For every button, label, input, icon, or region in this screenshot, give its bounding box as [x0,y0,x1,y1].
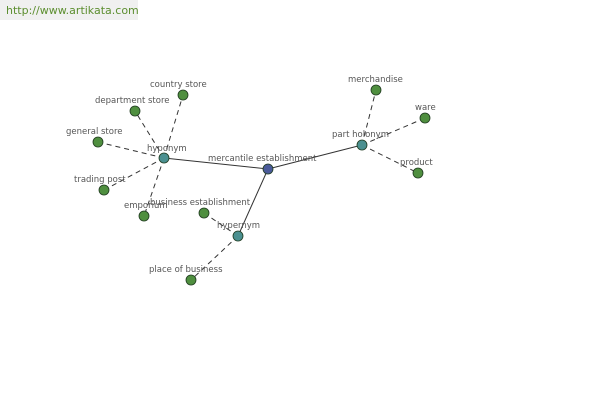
edge-part_holonym-product [361,144,419,174]
edge-hyponym-emporium [143,157,165,217]
node-label-mercantile: mercantile establishment [208,154,317,164]
labels-layer: mercantile establishment hyponym part holo… [66,75,436,275]
edge-part_holonym-merchandise [361,89,377,146]
node-product[interactable] [412,167,424,179]
node-label-hypernym: hypernym [217,221,260,231]
node-country-store[interactable] [177,89,189,101]
edge-part_holonym-ware [361,117,426,146]
node-label-department-store: department store [95,96,170,106]
nodes-layer [92,84,431,286]
url-bar: http://www.artikata.com [0,0,139,20]
edge-hyponym-department_store [134,110,165,159]
node-label-country-store: country store [150,80,207,90]
edges-layer [97,89,426,281]
edge-hyponym-general_store [97,141,165,159]
node-part-holonym[interactable] [356,139,368,151]
edge-hypernym-place_of_business [190,235,239,281]
edge-hyponym-trading_post [103,157,165,191]
node-label-part-holonym: part holonym [332,130,389,140]
node-label-trading-post: trading post [74,175,126,185]
node-emporium[interactable] [138,210,150,222]
node-label-business-establishment: business establishment [150,198,251,208]
node-label-product: product [400,158,433,168]
edge-mercantile-hyponym [163,157,269,170]
node-trading-post[interactable] [98,184,110,196]
edge-hyponym-country_store [163,94,184,159]
node-ware[interactable] [419,112,431,124]
node-place-of-business[interactable] [185,274,197,286]
node-label-merchandise: merchandise [348,75,403,85]
node-label-emporium: emporium [124,201,168,211]
node-mercantile[interactable] [262,163,274,175]
node-label-ware: ware [415,103,436,113]
node-department-store[interactable] [129,105,141,117]
node-business-establishment[interactable] [198,207,210,219]
edge-hypernym-business_establishment [203,212,239,237]
site-url-link[interactable]: http://www.artikata.com [6,4,139,17]
node-label-hyponym: hyponym [147,144,187,154]
node-label-place-of-business: place of business [149,265,223,275]
node-hyponym[interactable] [158,152,170,164]
node-merchandise[interactable] [370,84,382,96]
node-general-store[interactable] [92,136,104,148]
edge-mercantile-hypernym [237,168,269,237]
node-label-general-store: general store [66,127,123,137]
node-hypernym[interactable] [232,230,244,242]
edge-mercantile-part_holonym [267,144,363,170]
